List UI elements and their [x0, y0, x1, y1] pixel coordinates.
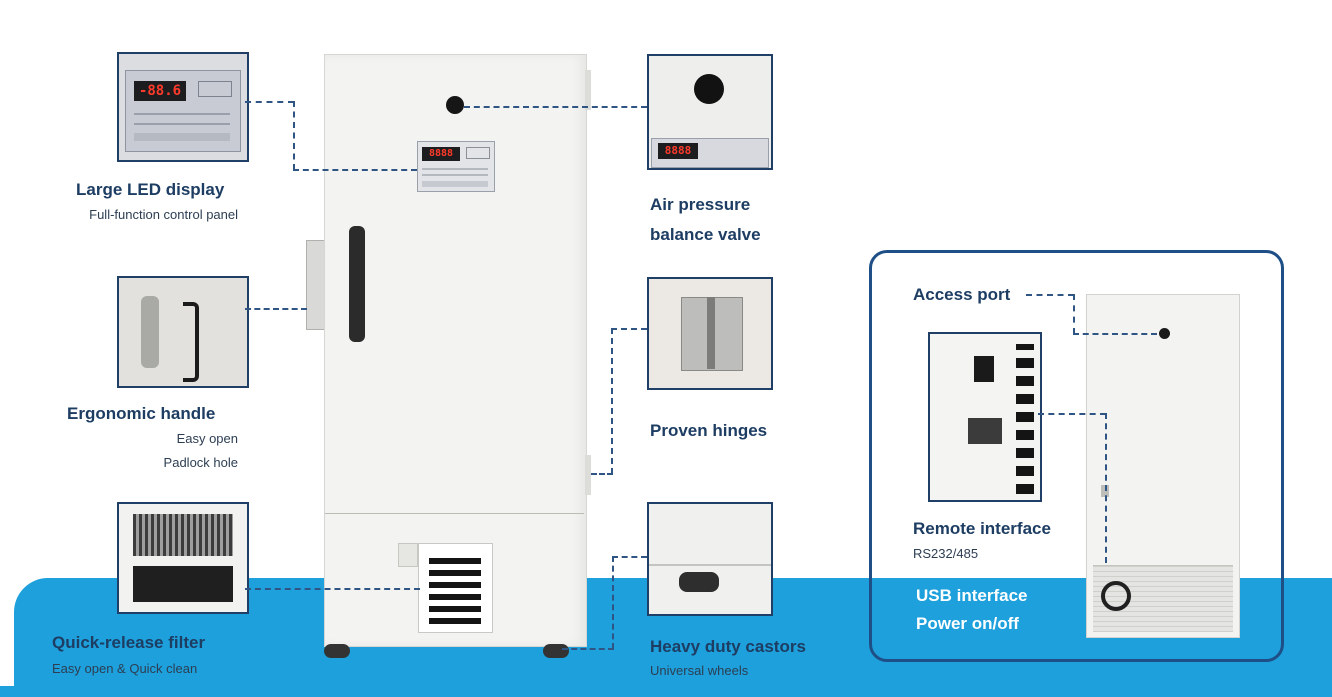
- castor-right: [543, 644, 569, 658]
- filter-title: Quick-release filter: [52, 633, 206, 652]
- power-switch-title: Power on/off: [916, 614, 1019, 633]
- freezer-door-line: [325, 513, 584, 514]
- led-display-title: Large LED display: [76, 180, 225, 199]
- freezer-label-sticker: [398, 543, 418, 567]
- freezer-led-readout: 8888: [422, 147, 460, 161]
- valve-thumb-led: 8888: [658, 143, 698, 159]
- lower-hinge: [585, 455, 591, 495]
- freezer-side-lock: [306, 240, 326, 330]
- rear-access-port: [1159, 328, 1170, 339]
- rear-features-box: [869, 250, 1284, 662]
- valve-title-line2: balance valve: [650, 225, 761, 244]
- thumb-castor-wheel: [679, 572, 719, 592]
- rear-power-cord: [1101, 581, 1131, 611]
- handle-thumbnail: [117, 276, 249, 388]
- led-display-thumbnail: -88.6: [117, 52, 249, 162]
- castor-left: [324, 644, 350, 658]
- freezer-vent: [418, 543, 493, 633]
- thumb-led-readout: -88.6: [134, 81, 186, 101]
- rear-grille: [1093, 565, 1233, 632]
- panel-buttons: [422, 181, 488, 187]
- usb-interface-title: USB interface: [916, 586, 1028, 605]
- freezer-control-panel: 8888: [417, 141, 495, 192]
- thumb-terminal-block: [968, 418, 1002, 444]
- castors-subtitle: Universal wheels: [650, 663, 749, 678]
- upper-hinge: [585, 70, 591, 110]
- led-display-subtitle: Full-function control panel: [89, 207, 238, 222]
- thumb-filter-pad: [133, 566, 233, 602]
- castors-title: Heavy duty castors: [650, 637, 806, 656]
- valve-thumbnail: 8888: [647, 54, 773, 170]
- handle-subtitle-1: Easy open: [176, 431, 238, 446]
- castors-thumbnail: [647, 502, 773, 616]
- valve-title-line1: Air pressure: [650, 195, 751, 214]
- hinges-thumbnail: [647, 277, 773, 390]
- handle-title: Ergonomic handle: [67, 404, 216, 423]
- rear-freezer-image: [1086, 294, 1240, 638]
- freezer-handle: [349, 226, 365, 342]
- thumb-valve-knob: [694, 74, 724, 104]
- hinges-title: Proven hinges: [650, 421, 768, 440]
- thumb-side-vent: [1016, 344, 1034, 494]
- blue-band-bottom: [0, 686, 1332, 697]
- filter-subtitle: Easy open & Quick clean: [52, 661, 198, 676]
- panel-logo: [466, 147, 490, 159]
- remote-interface-thumbnail: [928, 332, 1042, 502]
- thumb-power-switch: [974, 356, 994, 382]
- access-port-title: Access port: [913, 285, 1011, 304]
- valve-knob: [446, 96, 464, 114]
- remote-interface-title: Remote interface: [913, 519, 1051, 538]
- handle-subtitle-2: Padlock hole: [163, 455, 238, 470]
- thumb-handle-bar: [183, 302, 199, 382]
- thumb-filter-grille: [133, 514, 233, 556]
- remote-interface-subtitle: RS232/485: [913, 546, 979, 561]
- thumb-padlock: [141, 296, 159, 368]
- filter-thumbnail: [117, 502, 249, 614]
